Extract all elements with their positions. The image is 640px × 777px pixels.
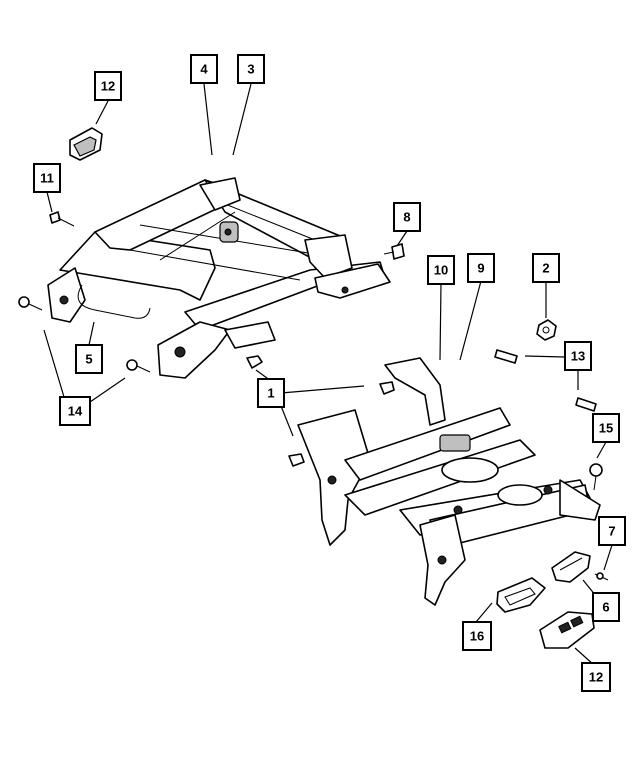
callout-5: 5 [75,344,103,374]
callout-label: 15 [599,421,613,436]
callout-6: 6 [592,592,620,622]
callout-12-upper: 12 [94,71,122,101]
callout-label: 1 [267,386,274,401]
callout-label: 10 [434,263,448,278]
nut-part-1-b [379,381,395,395]
callout-label: 7 [608,524,615,539]
leader-lines [43,83,613,666]
cover-part-12-upper [69,127,103,161]
callout-3: 3 [237,54,265,84]
screw-part-7 [594,572,609,581]
callout-label: 14 [68,404,83,419]
screw-part-14-right [126,359,151,373]
callout-9: 9 [467,253,495,283]
callout-label: 12 [101,79,115,94]
callout-label: 11 [40,171,54,186]
callout-label: 9 [477,261,484,276]
callout-label: 13 [571,349,585,364]
callout-12-lower: 12 [581,662,611,692]
nut-part-2 [536,319,557,341]
callout-label: 2 [542,261,549,276]
pin-part-13-b [575,397,597,412]
callout-label: 8 [403,210,410,225]
wire-loop-part-5 [77,284,151,319]
callout-label: 3 [247,62,254,77]
callout-4: 4 [190,54,218,84]
callout-label: 5 [85,352,92,367]
switch-knob-part-6 [551,551,591,583]
callout-10: 10 [427,255,455,285]
callout-14: 14 [59,396,91,426]
callout-8: 8 [393,202,421,232]
nut-part-1-a [246,355,263,369]
callout-label: 16 [470,629,484,644]
callout-16: 16 [462,621,492,651]
screw-part-14-left [18,296,43,311]
screw-part-15 [589,463,603,491]
callout-1: 1 [257,378,285,408]
callout-label: 6 [602,600,609,615]
upper-seat-frame [47,177,391,379]
nut-part-1-c [288,453,305,467]
callout-13: 13 [564,341,592,371]
callout-11: 11 [33,163,61,193]
bezel-part-16 [496,577,546,613]
lower-adjuster-frame [297,357,601,606]
callout-label: 12 [589,670,603,685]
bolt-part-11 [49,211,75,227]
callout-label: 4 [200,62,208,77]
bolt-part-8 [383,243,405,260]
pin-part-13-a [494,349,518,364]
cover-part-12-lower [539,611,595,649]
callout-2: 2 [532,253,560,283]
callout-15: 15 [592,413,620,443]
callout-7: 7 [598,516,626,546]
